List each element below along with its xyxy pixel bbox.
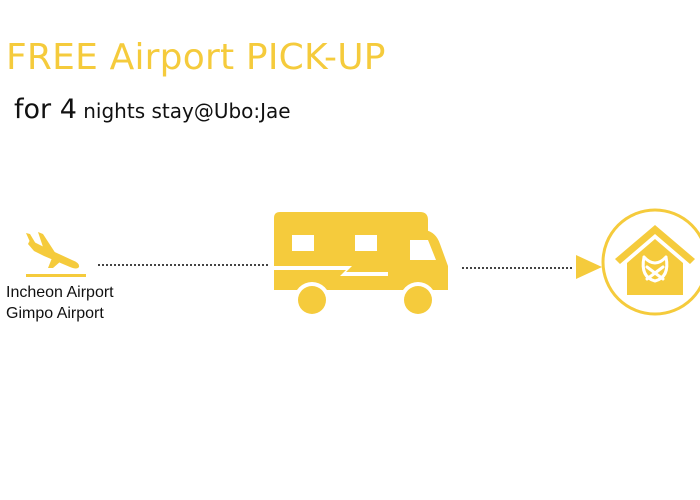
arrow-head-icon xyxy=(576,255,602,279)
route-dots-left xyxy=(98,264,268,266)
page-title: FREE Airport PICK-UP xyxy=(6,37,386,78)
airport-list: Incheon Airport Gimpo Airport xyxy=(6,282,114,324)
camper-van-icon xyxy=(274,212,448,318)
stay-condition-prefix: for 4 xyxy=(14,94,77,125)
house-icon xyxy=(601,208,700,316)
airplane-landing-icon xyxy=(26,232,86,277)
airport-gimpo: Gimpo Airport xyxy=(6,305,104,322)
stay-condition: for 4 nights stay@Ubo:Jae xyxy=(14,94,291,126)
airport-incheon: Incheon Airport xyxy=(6,284,114,301)
stay-condition-suffix: nights stay@Ubo:Jae xyxy=(76,99,291,123)
route-dots-right xyxy=(462,267,572,269)
